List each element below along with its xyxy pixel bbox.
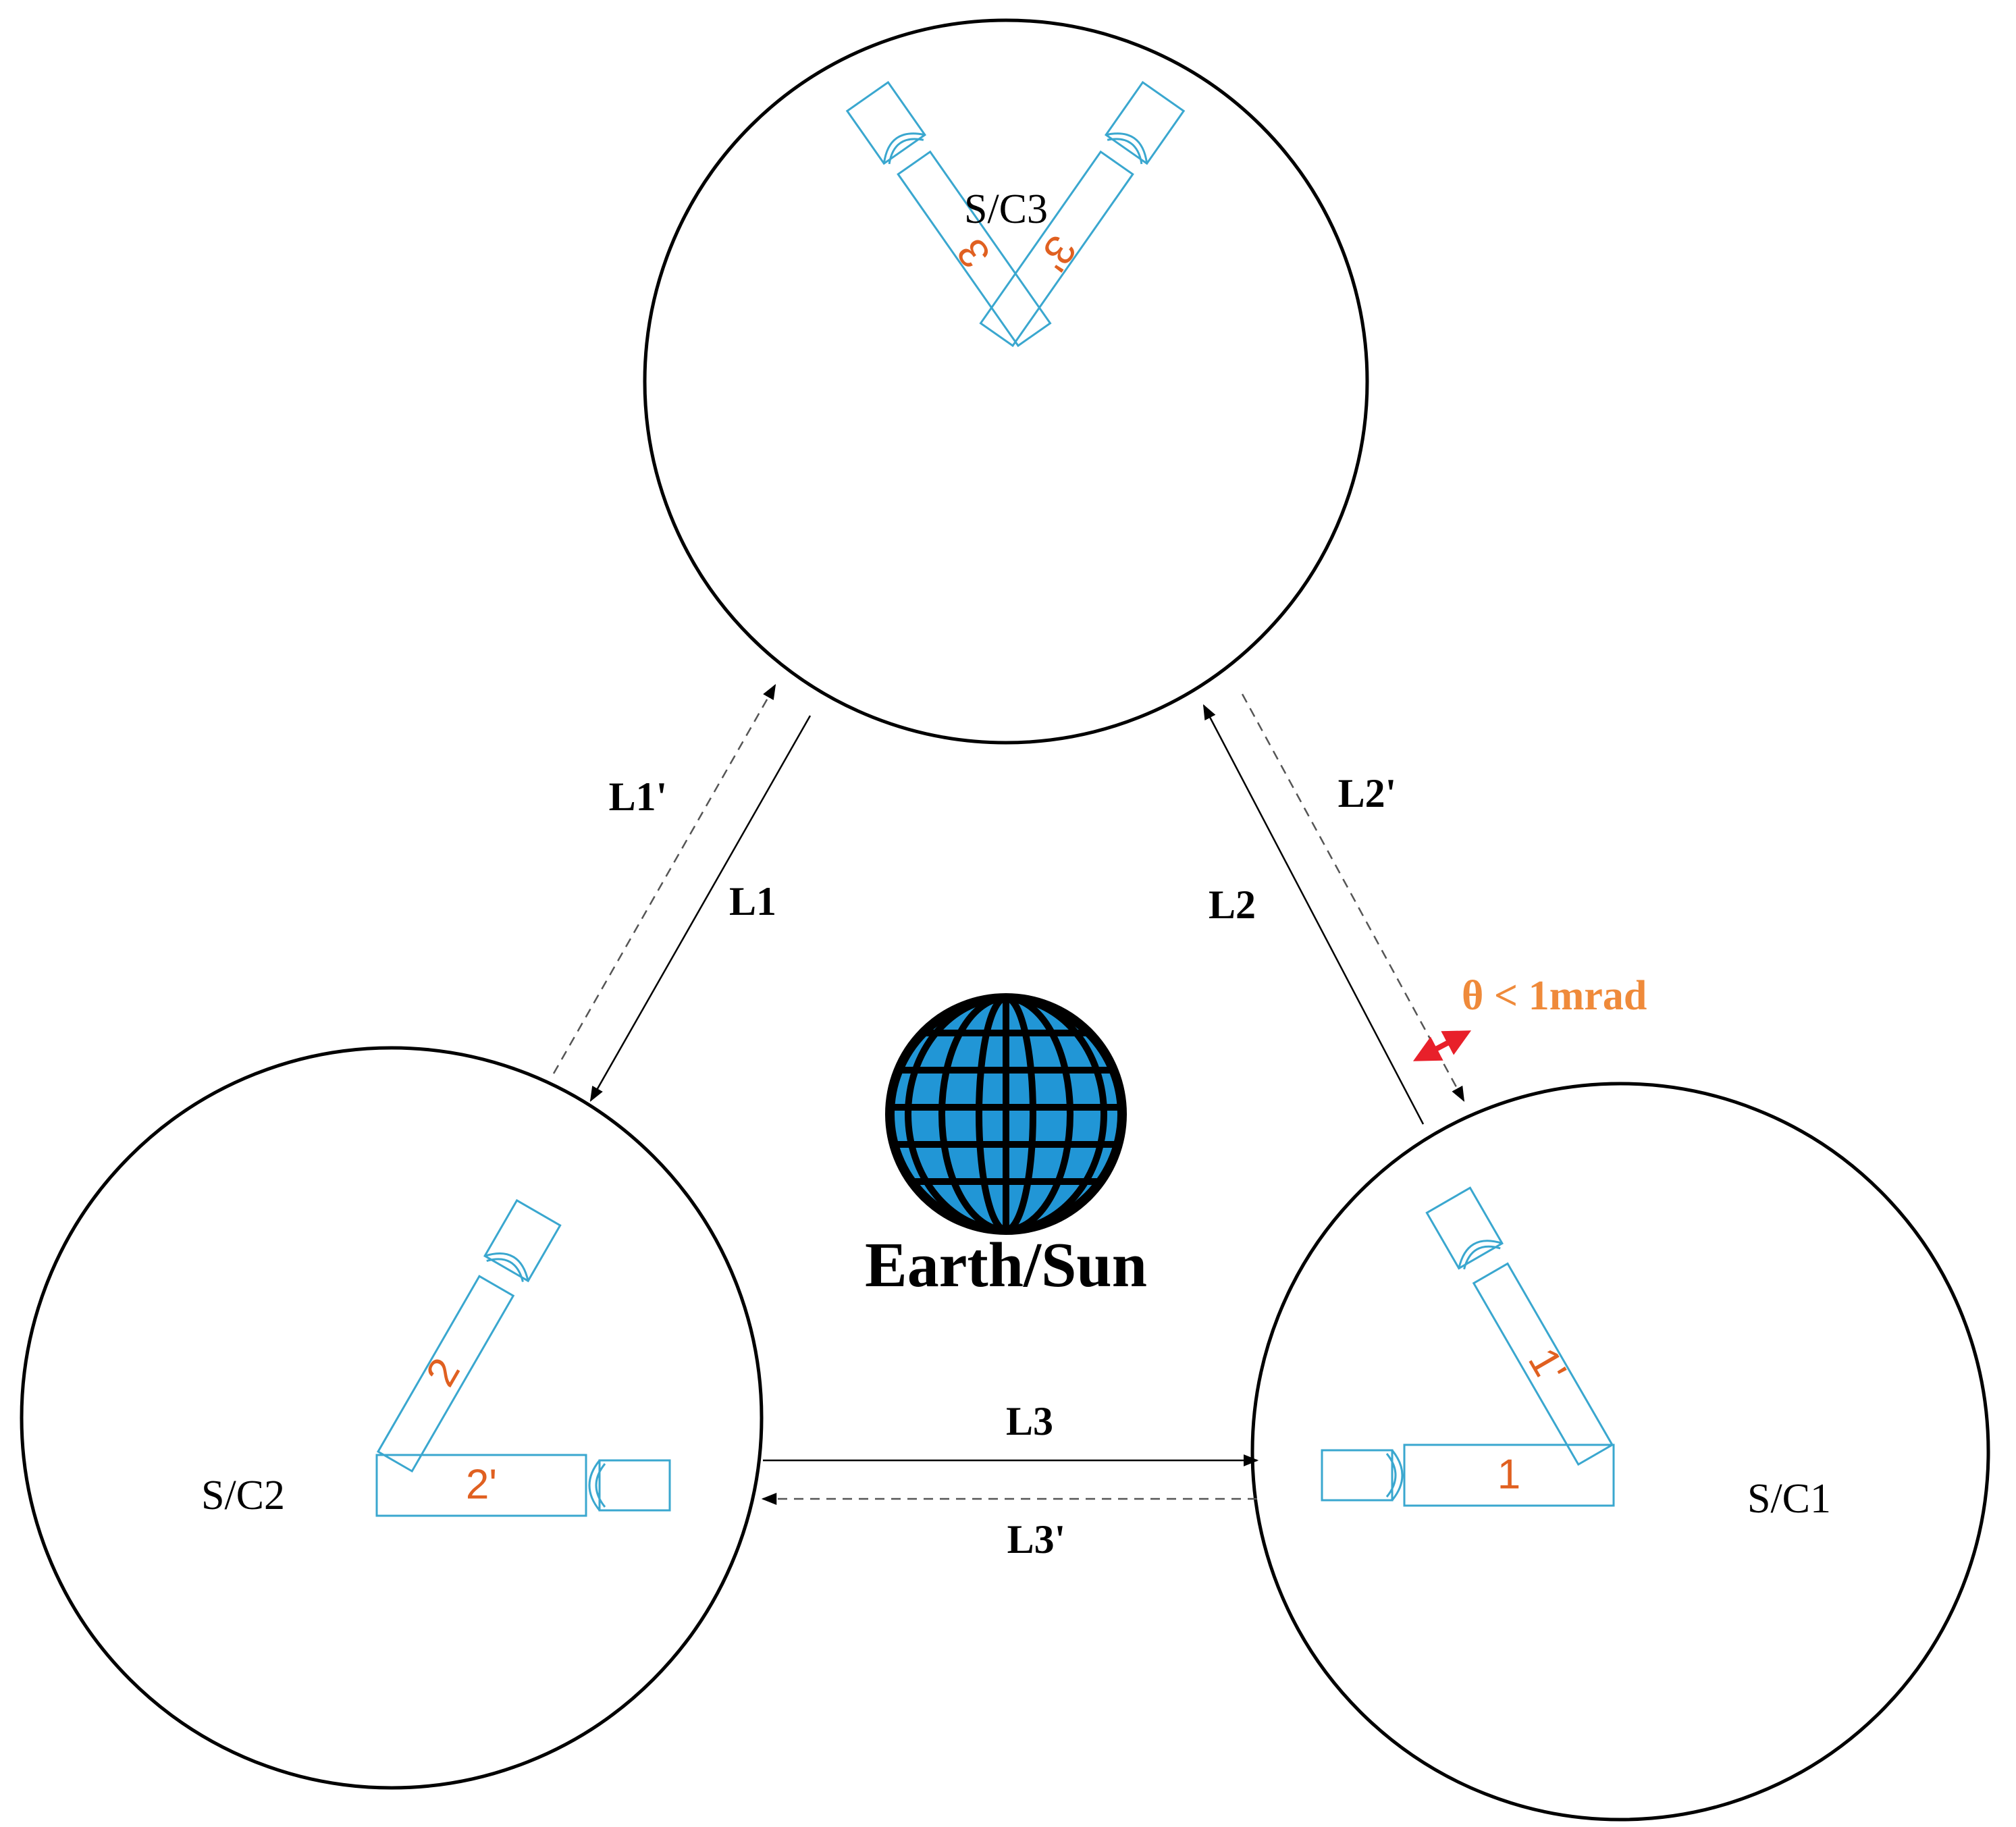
bench-1: 1 — [1321, 1444, 1615, 1507]
link-l3-prime-label: L3' — [1007, 1517, 1066, 1562]
bench-1-prime-label: 1' — [1519, 1340, 1575, 1391]
bench-1-prime-lens-inner — [1463, 1245, 1501, 1270]
bench-2-prime-lens — [588, 1460, 601, 1511]
spacecraft-2-label: S/C2 — [201, 1473, 285, 1518]
bench-1-telescope — [1321, 1449, 1394, 1502]
bench-1-prime-telescope — [1425, 1186, 1504, 1270]
globe-icon — [885, 993, 1127, 1235]
bench-1-prime-lens — [1458, 1240, 1503, 1269]
link-l2-prime-label: L2' — [1338, 771, 1397, 816]
link-l1-line — [589, 715, 812, 1102]
earth-sun-label: Earth/Sun — [865, 1230, 1147, 1300]
bench-3-label: 3 — [948, 230, 999, 276]
link-l1-prime-label: L1' — [609, 774, 668, 819]
bench-2-lens-inner — [486, 1258, 524, 1282]
bench-2-prime-lens-inner — [595, 1463, 606, 1508]
bench-2-telescope — [483, 1198, 562, 1283]
bench-3-prime-lens — [1105, 132, 1148, 164]
bench-2-lens — [484, 1252, 529, 1281]
bench-2: 2 — [376, 1198, 562, 1473]
bench-1-prime-body — [1472, 1262, 1614, 1466]
bench-1-body — [1403, 1444, 1615, 1507]
spacecraft-3-label: S/C3 — [964, 186, 1048, 232]
bench-2-prime-telescope — [598, 1459, 671, 1512]
theta-annotation: θ < 1mrad — [1462, 973, 1647, 1019]
spacecraft-3-circle — [643, 18, 1369, 745]
link-l3-label: L3 — [1006, 1399, 1053, 1444]
bench-3-prime-label: 3' — [1029, 227, 1085, 280]
bench-2-body — [376, 1275, 515, 1473]
bench-2-prime-body — [375, 1454, 587, 1517]
link-l2-line — [1202, 704, 1425, 1125]
bench-1-label: 1 — [1497, 1451, 1520, 1498]
bench-3-telescope — [845, 80, 927, 165]
spacecraft-1-circle — [1250, 1082, 1990, 1822]
bench-2-prime: 2' — [375, 1454, 671, 1517]
bench-3-prime-lens-inner — [1107, 138, 1143, 165]
bench-3-prime-telescope — [1104, 80, 1186, 165]
spacecraft-1-label: S/C1 — [1747, 1476, 1831, 1522]
bench-3-lens — [882, 132, 926, 164]
theta-angle-marker — [1412, 1030, 1472, 1061]
spacecraft-2-circle — [20, 1046, 764, 1790]
bench-3-prime-body — [979, 150, 1134, 348]
bench-1-prime: 1' — [1425, 1186, 1614, 1466]
link-l2-prime-line — [1241, 693, 1465, 1102]
bench-2-prime-label: 2' — [466, 1461, 497, 1508]
link-l2-label: L2 — [1209, 882, 1256, 927]
link-l1-label: L1 — [729, 879, 776, 924]
bench-3-lens-inner — [888, 138, 924, 165]
bench-1-lens — [1391, 1450, 1404, 1501]
bench-3-body — [897, 150, 1052, 348]
bench-1-lens-inner — [1385, 1453, 1397, 1498]
